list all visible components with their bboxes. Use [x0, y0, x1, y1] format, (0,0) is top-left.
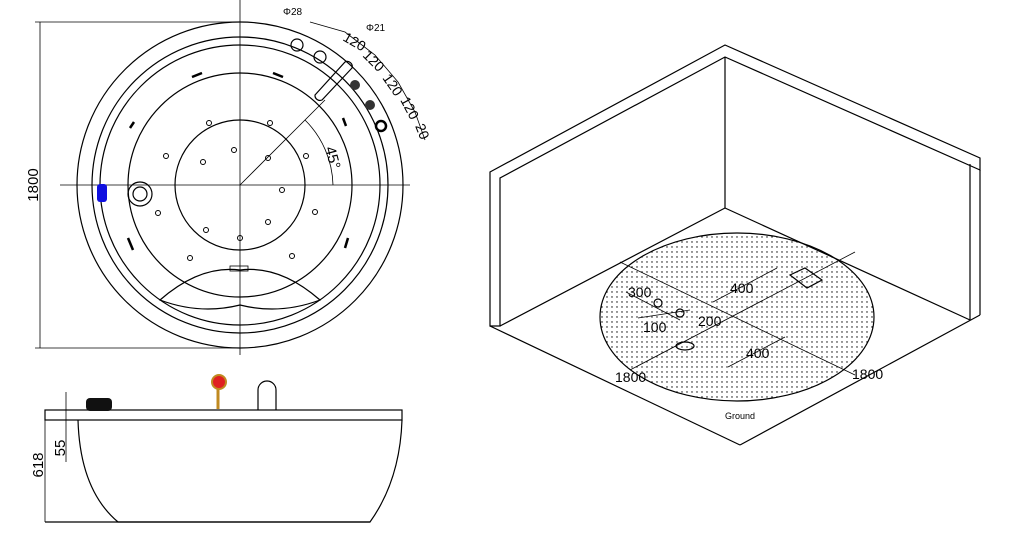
iso-view: 300 100 200 400 400 1800 1800 Ground	[489, 44, 981, 446]
valve-handle-2	[313, 50, 327, 64]
offset-label-100: 100	[643, 319, 667, 335]
fitting	[675, 308, 685, 318]
fitting-label-21: Φ21	[366, 23, 386, 34]
jets	[155, 120, 318, 261]
drain-icon	[127, 181, 153, 207]
spacing-label: 20	[412, 121, 433, 142]
offset-label-400: 400	[746, 345, 770, 361]
outer-rim	[76, 21, 404, 349]
rim-label: 55	[52, 440, 69, 457]
height-label: 618	[30, 452, 47, 477]
spacing-label: 120	[380, 71, 407, 99]
top-view: 1800 45° Φ28 Φ21	[25, 0, 433, 355]
seat-grip	[229, 265, 249, 272]
drain	[675, 341, 695, 351]
spacing-label: 120	[341, 29, 369, 55]
spacing-label: 120	[360, 47, 388, 75]
width-label: 1800	[615, 369, 646, 385]
center-basin	[174, 119, 306, 251]
hand-shower	[211, 374, 227, 390]
spacing-label: 120	[397, 94, 422, 122]
side-rim	[44, 409, 403, 421]
jet-control-1	[350, 80, 360, 90]
side-view: 618 55	[30, 374, 403, 523]
angle-label: 45°	[321, 145, 343, 171]
diameter-label: 1800	[25, 168, 42, 201]
tub-footprint	[599, 232, 875, 402]
air-switch	[374, 119, 388, 133]
fitting-label-28: Φ28	[283, 7, 303, 18]
ground-label: Ground	[725, 411, 755, 421]
valve-handle-1	[290, 38, 304, 52]
jet-control-2	[365, 100, 375, 110]
pump-box	[788, 267, 824, 289]
depth-label: 1800	[852, 366, 883, 382]
control-panel	[86, 398, 112, 411]
fitting	[653, 298, 663, 308]
offset-label-400: 400	[730, 280, 754, 296]
headrest-seat	[158, 268, 322, 310]
side-spout	[257, 380, 277, 410]
spout	[314, 60, 353, 102]
side-jets	[126, 71, 350, 251]
offset-label-200: 200	[698, 313, 722, 329]
control-panel-blue	[97, 184, 107, 202]
offset-label-300: 300	[628, 284, 652, 300]
